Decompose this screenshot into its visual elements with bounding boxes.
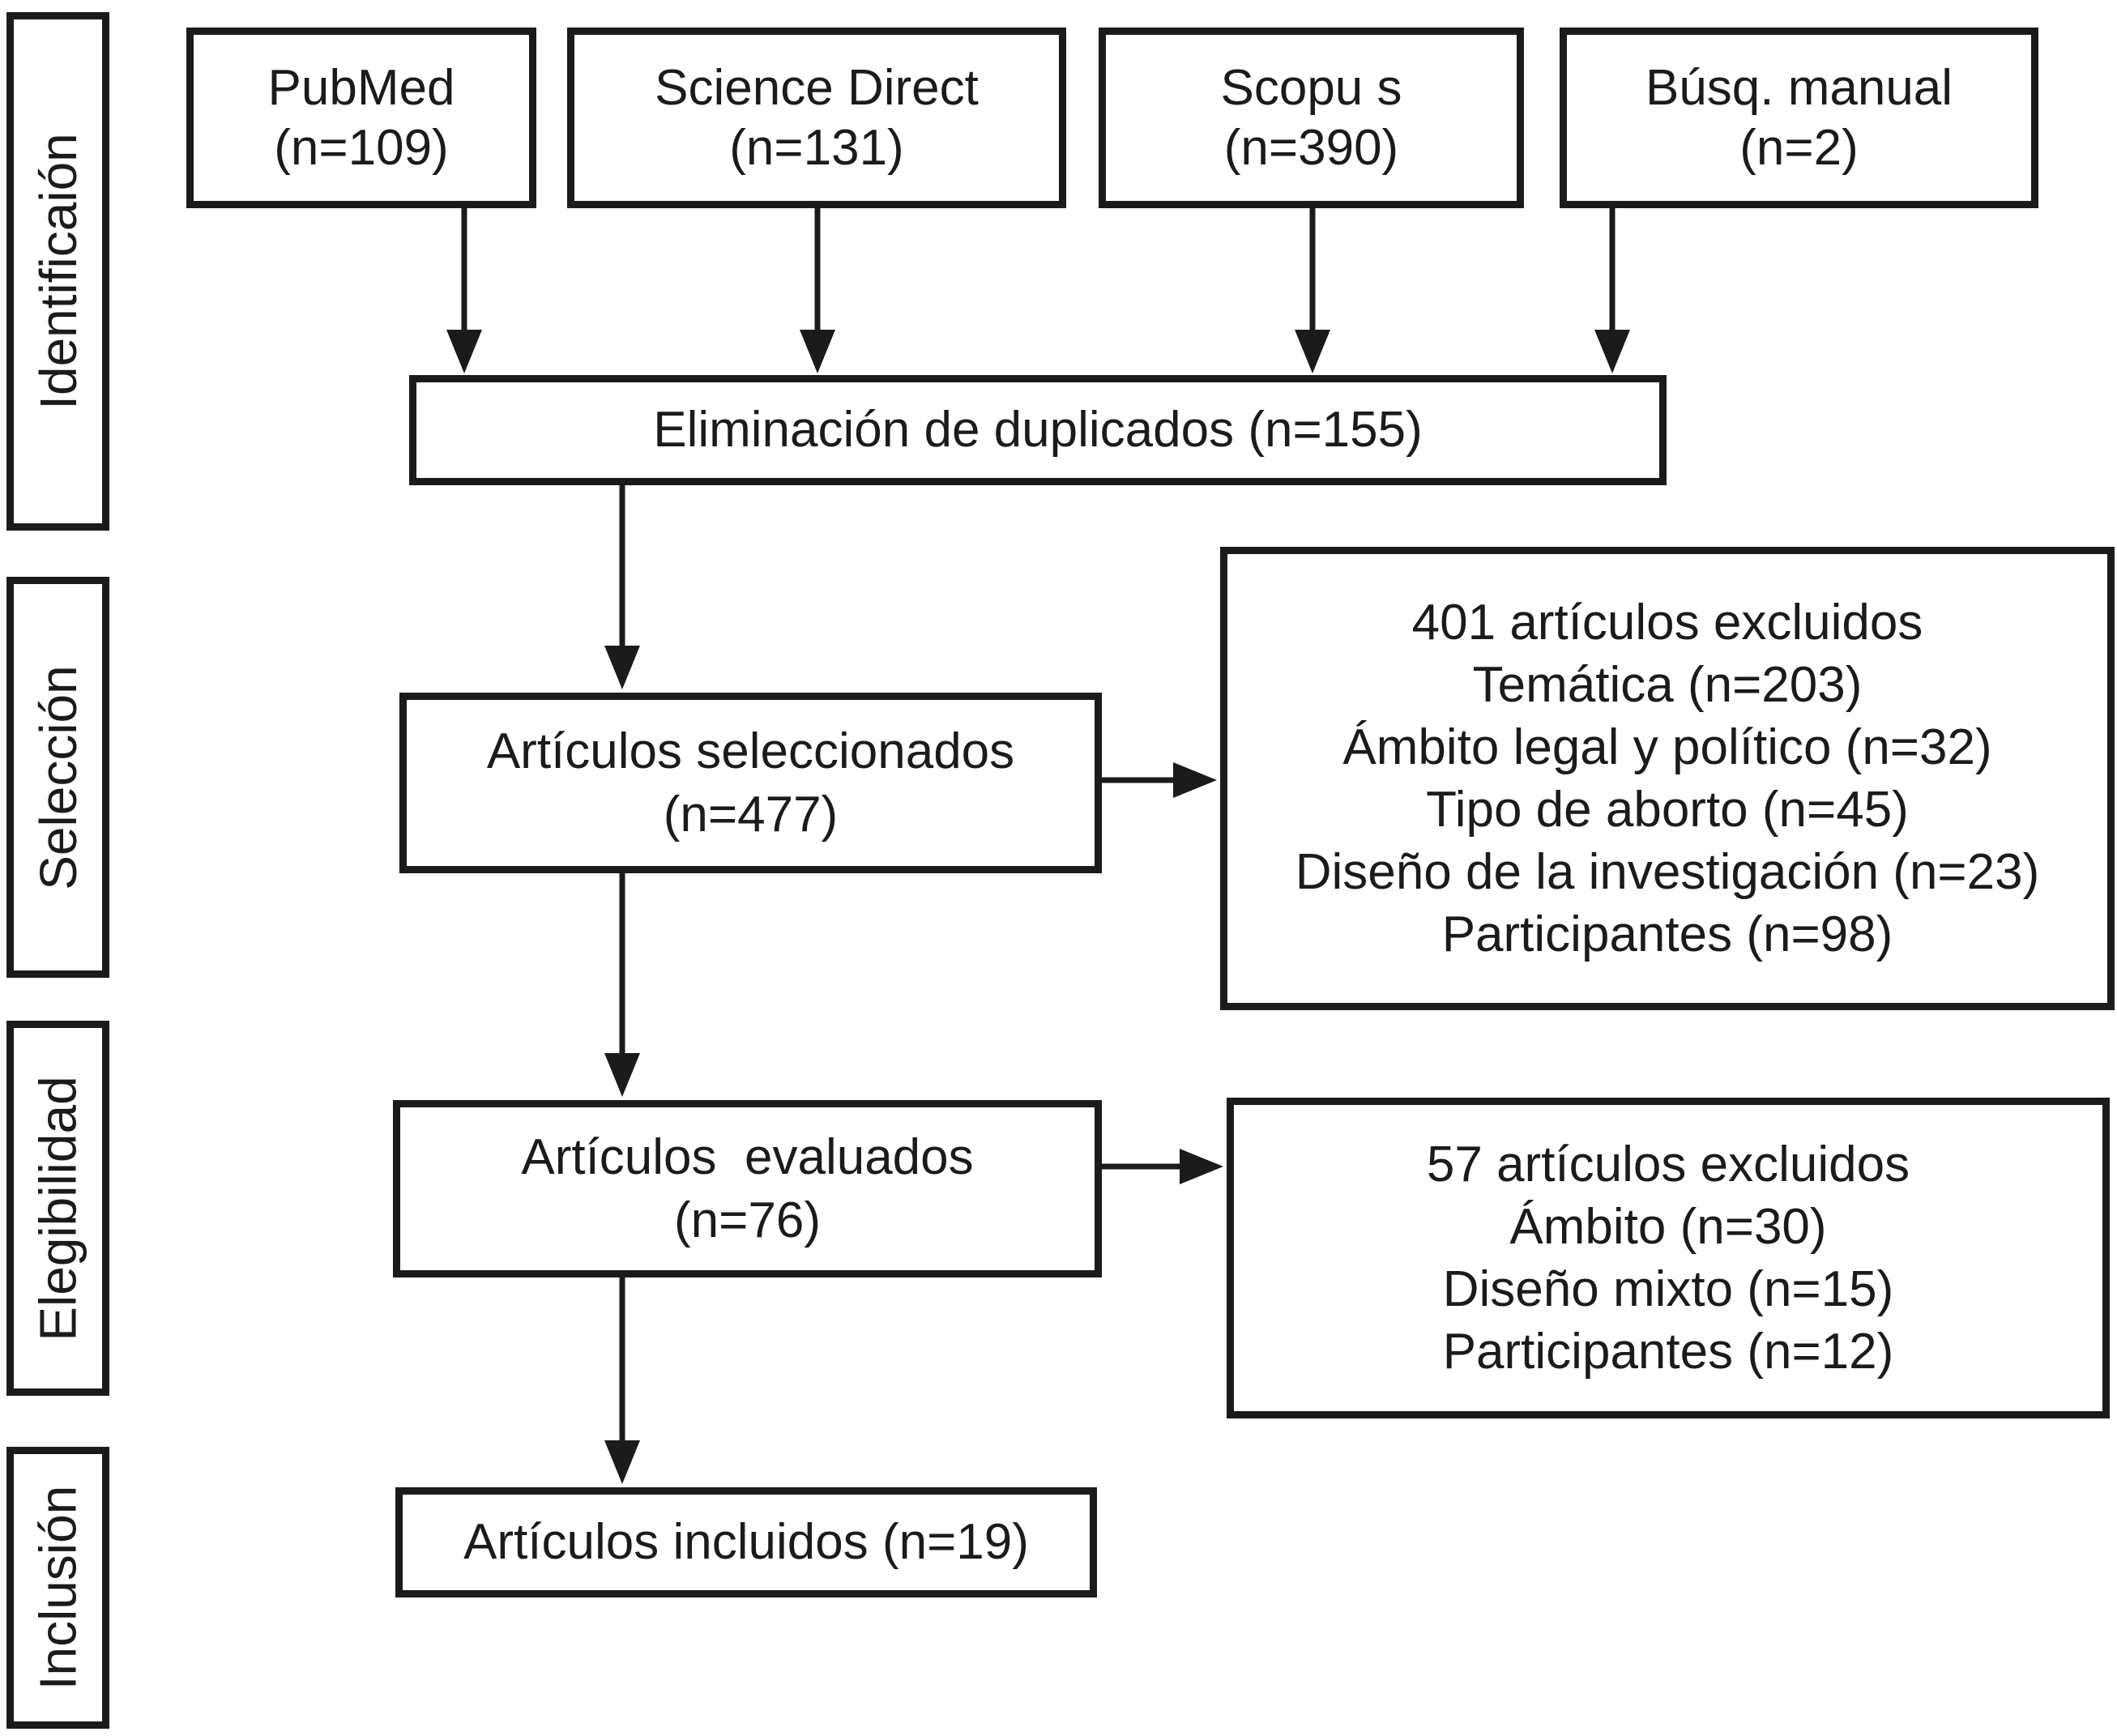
source-manual-search-count: (n=2) [1739,119,1859,176]
articles-evaluated-label: Artículos evaluados [521,1128,974,1185]
excluded-selection-box: 401 artículos excluidos Temática (n=203)… [1220,547,2115,1010]
excluded-selection-reason-diseno: Diseño de la investigación (n=23) [1295,844,2040,900]
excluded-eligibility-reason-diseno-mixto: Diseño mixto (n=15) [1442,1261,1894,1317]
excluded-selection-reason-tipo-aborto: Tipo de aborto (n=45) [1426,782,1909,838]
arrow-evaluated-to-excluded [1099,1149,1223,1184]
duplicates-removed-box: Eliminación de duplicados (n=155) [409,375,1667,485]
articles-evaluated-count: (n=76) [674,1192,821,1248]
excluded-eligibility-reason-ambito: Ámbito (n=30) [1509,1199,1827,1255]
articles-selected-count: (n=477) [663,786,839,842]
arrow-selected-to-excluded [1099,762,1217,798]
stage-selection-label: Selección [28,664,87,890]
stage-inclusion: Inclusión [6,1447,109,1729]
articles-selected-label: Artículos seleccionados [486,723,1015,779]
excluded-eligibility-title: 57 artículos excluidos [1426,1137,1910,1192]
articles-selected-box: Artículos seleccionados (n=477) [399,693,1102,873]
source-scopus-name: Scopu s [1220,59,1402,116]
articles-included-box: Artículos incluidos (n=19) [395,1487,1097,1597]
stage-identification: Identificaión [6,12,109,531]
excluded-selection-reason-ambito: Ámbito legal y político (n=32) [1342,719,1992,775]
stage-selection: Selección [6,577,109,978]
source-box-scopus: Scopu s (n=390) [1099,28,1524,208]
excluded-selection-reason-participantes: Participantes (n=98) [1441,906,1893,962]
duplicates-removed-label: Eliminación de duplicados (n=155) [653,402,1423,458]
excluded-selection-title: 401 artículos excluidos [1411,595,1923,650]
source-pubmed-count: (n=109) [274,119,449,176]
arrow-selected-to-evaluated [604,873,640,1097]
source-scopus-count: (n=390) [1223,119,1399,176]
source-box-sciencedirect: Science Direct (n=131) [567,28,1066,208]
source-sciencedirect-count: (n=131) [729,119,904,176]
stage-eligibility-label: Elegibilidad [28,1075,87,1341]
arrow-scopus-to-dedup [1295,208,1330,373]
excluded-eligibility-box: 57 artículos excluidos Ámbito (n=30) Dis… [1227,1098,2110,1418]
excluded-selection-reason-tematica: Temática (n=203) [1472,657,1863,713]
source-box-manual-search: Búsq. manual (n=2) [1560,28,2038,208]
excluded-eligibility-reason-participantes: Participantes (n=12) [1442,1324,1894,1380]
arrow-dedup-to-selected [604,484,640,689]
stage-inclusion-label: Inclusión [28,1485,87,1691]
source-sciencedirect-name: Science Direct [655,59,979,116]
source-pubmed-name: PubMed [267,59,455,116]
articles-evaluated-box: Artículos evaluados (n=76) [393,1100,1102,1277]
articles-included-label: Artículos incluidos (n=19) [463,1514,1029,1570]
arrow-manual-to-dedup [1594,208,1630,373]
stage-eligibility: Elegibilidad [6,1021,109,1396]
arrow-pubmed-to-dedup [446,208,482,373]
source-manual-search-name: Búsq. manual [1645,59,1953,116]
stage-identification-label: Identificaión [28,133,87,410]
arrow-evaluated-to-included [604,1277,640,1484]
arrow-sciencedirect-to-dedup [800,208,835,373]
source-box-pubmed: PubMed (n=109) [186,28,536,208]
